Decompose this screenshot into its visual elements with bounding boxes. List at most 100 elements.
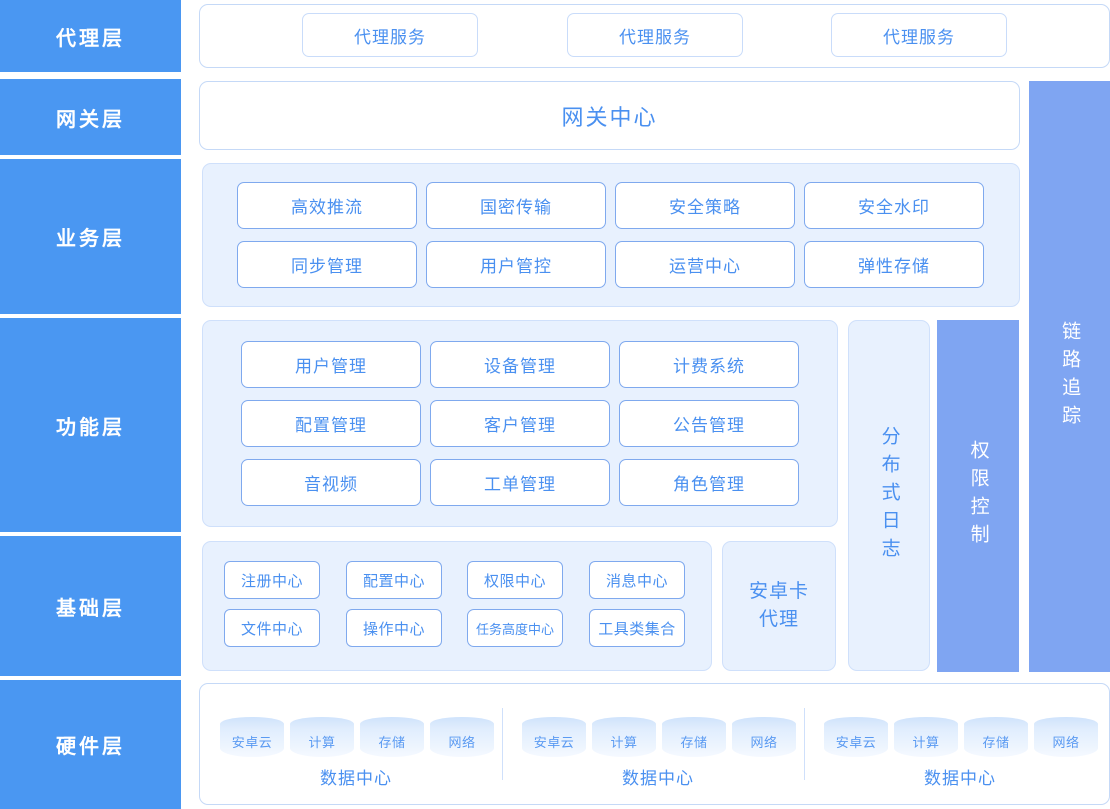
business-item-card[interactable]: 安全水印 [804,182,984,229]
hardware-node-cylinder[interactable]: 网络 [430,717,494,757]
basic-item-card[interactable]: 权限中心 [467,561,563,599]
link-tracing-label: 链路追踪 [1059,320,1081,433]
function-item-card[interactable]: 用户管理 [241,341,421,388]
function-item-card[interactable]: 音视频 [241,459,421,506]
basic-item-card[interactable]: 配置中心 [346,561,442,599]
data-center-group: 安卓云 计算 存储 网络 数据中心 [512,683,804,805]
business-item-label: 高效推流 [291,198,363,217]
data-center-group: 安卓云 计算 存储 网络 数据中心 [814,683,1106,805]
function-item-card[interactable]: 公告管理 [619,400,799,447]
cylinder-top-ellipse [360,717,424,731]
hardware-node-cylinder[interactable]: 安卓云 [220,717,284,757]
agent-service-label: 代理服务 [883,27,955,47]
function-item-card[interactable]: 客户管理 [430,400,610,447]
business-item-card[interactable]: 国密传输 [426,182,606,229]
basic-item-label: 任务高度中心 [475,621,554,637]
hardware-node-cylinder[interactable]: 安卓云 [824,717,888,757]
sidebar-layer-basic[interactable]: 基础层 [0,536,181,676]
link-tracing-column[interactable]: 链路追踪 [1029,81,1110,672]
function-item-card[interactable]: 配置管理 [241,400,421,447]
hardware-node-label: 存储 [378,734,406,750]
hardware-node-cylinder[interactable]: 计算 [290,717,354,757]
android-card-proxy-card[interactable]: 安卓卡 代理 [722,541,836,671]
function-item-card[interactable]: 设备管理 [430,341,610,388]
hardware-node-label: 存储 [982,734,1010,750]
permission-control-label: 权限控制 [967,440,989,552]
hardware-node-cylinder[interactable]: 网络 [1034,717,1098,757]
function-item-card[interactable]: 工单管理 [430,459,610,506]
agent-service-card[interactable]: 代理服务 [831,13,1007,57]
hardware-node-label: 网络 [448,734,476,750]
sidebar-layer-business[interactable]: 业务层 [0,159,181,314]
agent-service-label: 代理服务 [354,27,426,47]
function-item-card[interactable]: 计费系统 [619,341,799,388]
cylinder-top-ellipse [894,717,958,731]
cylinder-top-ellipse [290,717,354,731]
function-item-label: 工单管理 [484,475,556,494]
function-item-label: 设备管理 [484,357,556,376]
agent-service-card[interactable]: 代理服务 [567,13,743,57]
distributed-log-column[interactable]: 分布式日志 [848,320,930,671]
cylinder-top-ellipse [522,717,586,731]
data-center-divider [502,708,503,780]
sidebar-layer-label: 硬件层 [56,736,125,758]
agent-service-label: 代理服务 [619,27,691,47]
distributed-log-label: 分布式日志 [878,425,900,566]
hardware-node-cylinder[interactable]: 存储 [964,717,1028,757]
function-item-label: 公告管理 [673,416,745,435]
business-item-card[interactable]: 高效推流 [237,182,417,229]
function-item-label: 计费系统 [673,357,745,376]
sidebar-layer-gateway[interactable]: 网关层 [0,79,181,155]
business-item-label: 国密传输 [480,198,552,217]
data-center-group: 安卓云 计算 存储 网络 数据中心 [210,683,502,805]
business-item-card[interactable]: 同步管理 [237,241,417,288]
hardware-node-cylinder[interactable]: 计算 [592,717,656,757]
hardware-node-cylinder[interactable]: 存储 [662,717,726,757]
function-item-card[interactable]: 角色管理 [619,459,799,506]
basic-item-card[interactable]: 文件中心 [224,609,320,647]
function-item-label: 配置管理 [295,416,367,435]
basic-item-label: 文件中心 [240,620,303,638]
cylinder-top-ellipse [430,717,494,731]
business-item-label: 弹性存储 [858,257,930,276]
data-center-name: 数据中心 [320,769,392,788]
sidebar-layer-agent[interactable]: 代理层 [0,0,181,72]
sidebar-layer-label: 业务层 [56,228,125,250]
sidebar-layer-label: 功能层 [56,416,125,439]
hardware-node-cylinder[interactable]: 安卓云 [522,717,586,757]
business-item-label: 用户管控 [480,257,552,276]
cylinder-top-ellipse [662,717,726,731]
hardware-node-label: 存储 [680,734,708,750]
business-item-card[interactable]: 安全策略 [615,182,795,229]
basic-item-card[interactable]: 消息中心 [589,561,685,599]
hardware-node-label: 网络 [750,734,778,750]
business-item-card[interactable]: 运营中心 [615,241,795,288]
basic-item-label: 权限中心 [483,572,546,590]
permission-control-column[interactable]: 权限控制 [937,320,1019,672]
basic-item-label: 注册中心 [240,572,303,590]
data-center-name: 数据中心 [924,769,996,788]
basic-item-label: 工具类集合 [598,620,676,638]
sidebar-layer-function[interactable]: 功能层 [0,318,181,532]
basic-item-card[interactable]: 任务高度中心 [467,609,563,647]
hardware-node-cylinder[interactable]: 网络 [732,717,796,757]
basic-item-label: 操作中心 [362,620,425,638]
business-item-card[interactable]: 弹性存储 [804,241,984,288]
function-item-label: 角色管理 [673,475,745,494]
agent-service-card[interactable]: 代理服务 [302,13,478,57]
basic-item-card[interactable]: 工具类集合 [589,609,685,647]
business-item-label: 安全水印 [858,198,930,217]
business-item-card[interactable]: 用户管控 [426,241,606,288]
basic-item-card[interactable]: 注册中心 [224,561,320,599]
hardware-node-label: 计算 [308,734,336,750]
gateway-center-title: 网关中心 [561,104,658,130]
hardware-node-cylinder[interactable]: 计算 [894,717,958,757]
cylinder-top-ellipse [732,717,796,731]
sidebar-layer-hardware[interactable]: 硬件层 [0,680,181,809]
gateway-center-card[interactable] [199,81,1020,150]
business-item-label: 运营中心 [669,257,741,276]
hardware-node-cylinder[interactable]: 存储 [360,717,424,757]
basic-item-card[interactable]: 操作中心 [346,609,442,647]
sidebar-layer-label: 网关层 [56,108,125,131]
